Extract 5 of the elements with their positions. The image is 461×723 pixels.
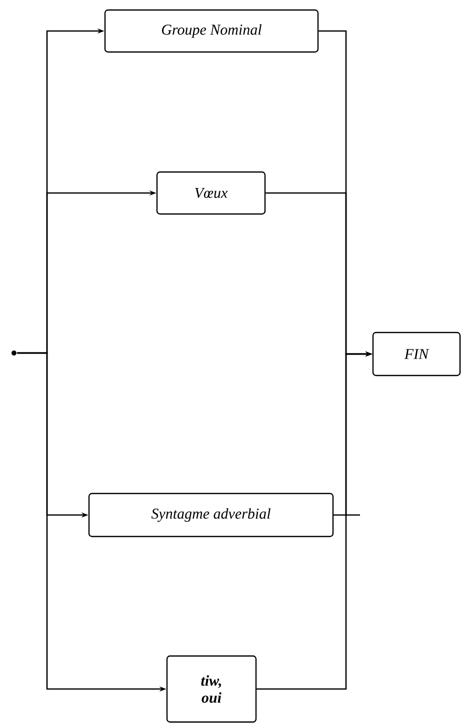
phrase-box: Syntagme adverbial — [88, 492, 334, 538]
phrase-box: Groupe Nominal — [104, 9, 319, 53]
phrase-box: Vœux — [156, 171, 266, 215]
end-box: FIN — [372, 332, 461, 376]
phrase-box: tiw, oui — [166, 655, 257, 723]
